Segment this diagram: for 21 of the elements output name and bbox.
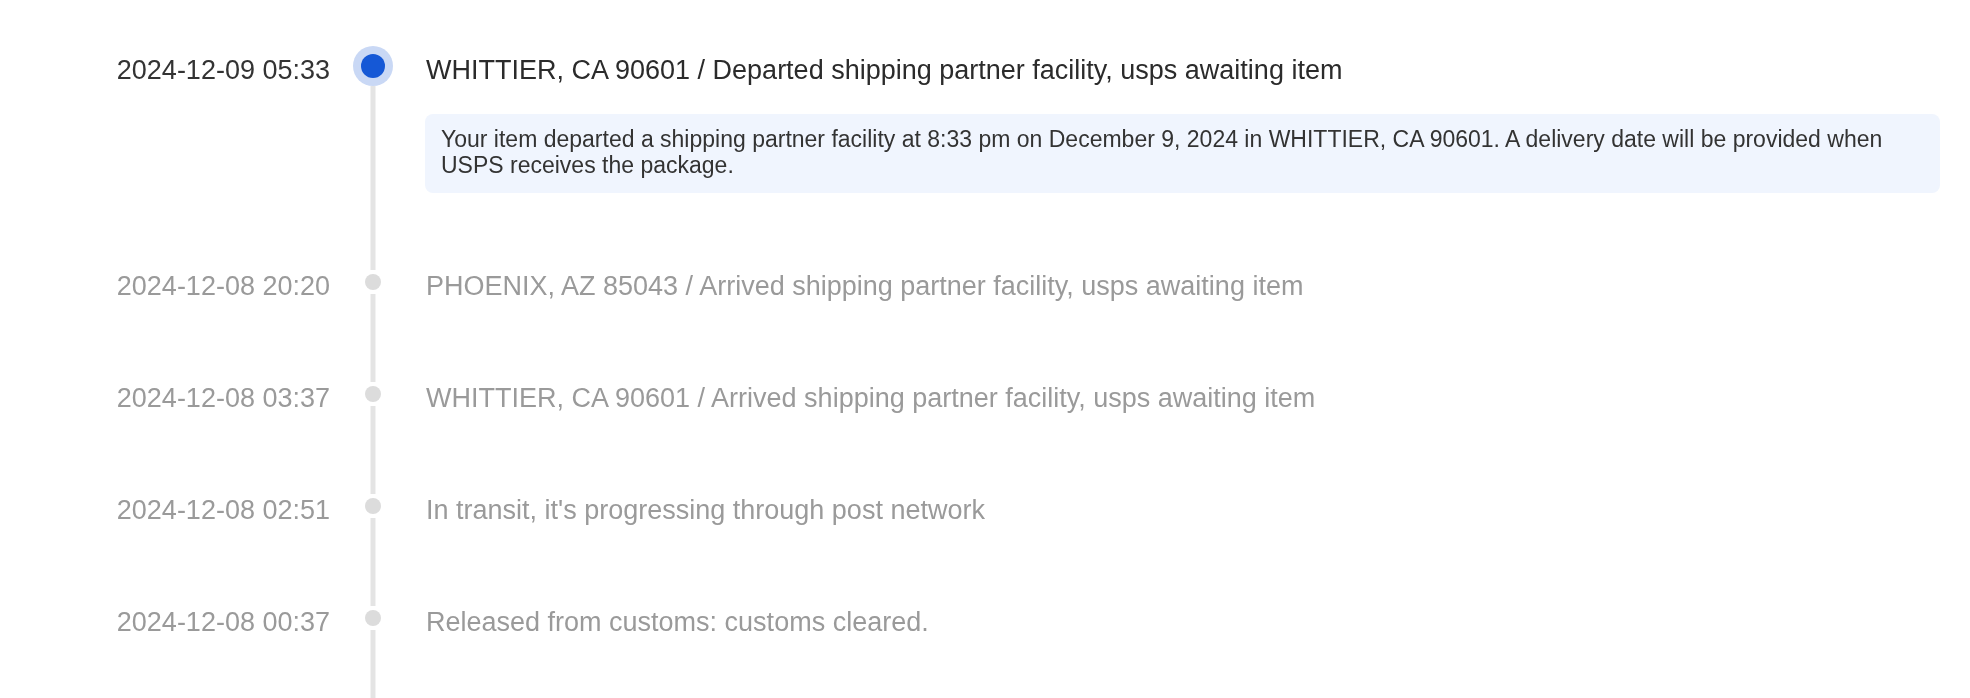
timeline-line [370,406,376,494]
timeline-line [370,294,376,382]
timestamp: 2024-12-08 20:20 [116,270,330,303]
event-description: WHITTIER, CA 90601 / Arrived shipping partner facility, usps awaiting item [426,382,1316,415]
timeline-line [370,86,376,270]
timestamp: 2024-12-08 00:37 [116,606,330,639]
timeline-line [370,630,376,698]
status-note-panel: Your item departed a shipping partner facility at 8:33 pm on December 9, 2024 in WHITTIER, CA 90601. A delivery date will be provided when USPS receives the package. [425,114,1940,193]
event-description: WHITTIER, CA 90601 / Departed shipping partner facility, usps awaiting item [426,54,1343,87]
timestamp: 2024-12-08 02:51 [116,494,330,527]
timeline-dot-icon [365,610,381,626]
timestamp: 2024-12-09 05:33 [116,54,330,87]
timeline-dot-icon [365,498,381,514]
timestamp: 2024-12-08 03:37 [116,382,330,415]
timeline-dot-icon [365,386,381,402]
timeline-line [370,518,376,606]
timeline-dot-icon [365,274,381,290]
timeline-dot-icon [353,46,393,86]
event-description: In transit, it's progressing through post network [426,494,985,527]
event-description: PHOENIX, AZ 85043 / Arrived shipping partner facility, usps awaiting item [426,270,1304,303]
event-description: Released from customs: customs cleared. [426,606,929,639]
